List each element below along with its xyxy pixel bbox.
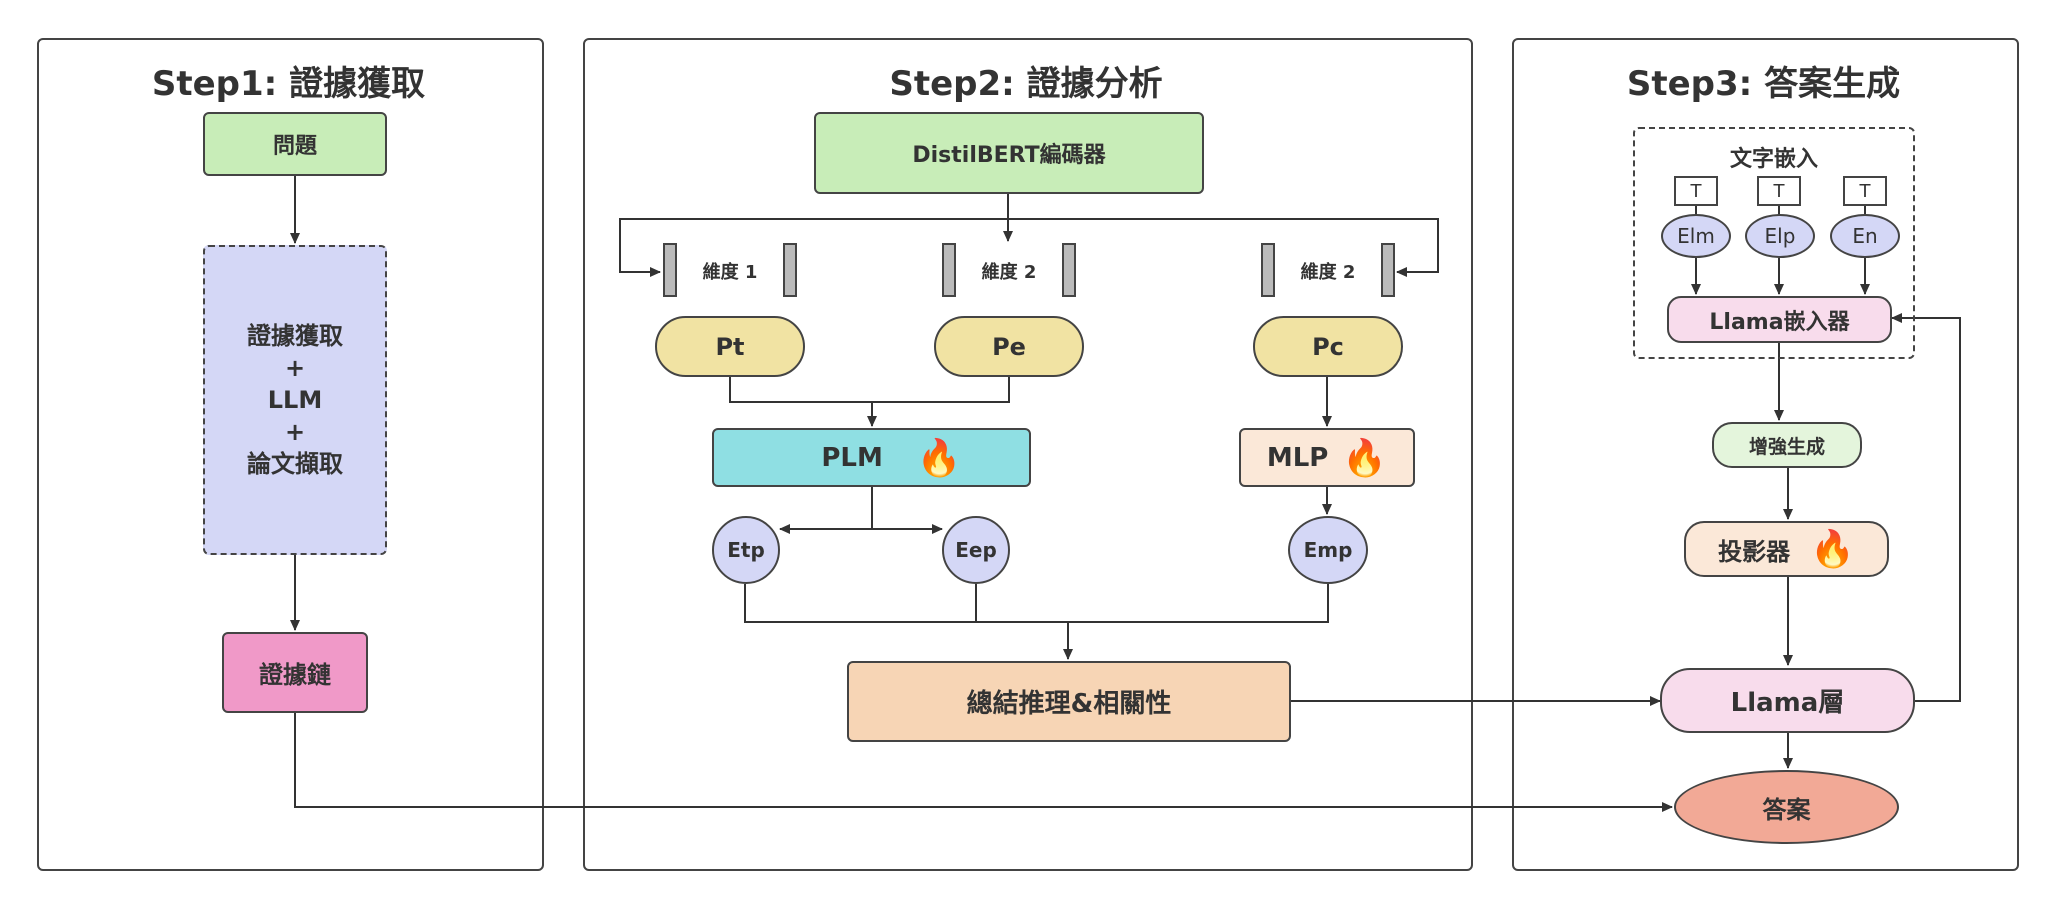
elp-embed-node: Elp: [1745, 214, 1815, 258]
text-embedding-label: 文字嵌入: [1729, 147, 1818, 172]
evidence-chain-box: 證據鏈: [222, 632, 368, 713]
evidence-retrieval-box: 證據獲取 + LLM + 論文擷取: [203, 245, 387, 555]
fire-icon: 🔥: [916, 437, 962, 479]
fire-icon: 🔥: [1342, 437, 1388, 479]
text-embedding-group: 文字嵌入: [1633, 127, 1915, 359]
step2-title: Step2: 證據分析: [889, 64, 1163, 104]
pc-node: Pc: [1253, 316, 1403, 377]
retrieval-line-1: 證據獲取: [247, 322, 343, 350]
token-tag: T: [1843, 176, 1887, 206]
summary-reasoning-box: 總結推理&相關性: [847, 661, 1291, 742]
token-tag: T: [1757, 176, 1801, 206]
dimension-1-label: 維度 1: [702, 262, 758, 283]
mlp-label: MLP: [1266, 442, 1329, 473]
retrieval-line-5: 論文擷取: [247, 450, 343, 478]
step3-title: Step3: 答案生成: [1626, 64, 1901, 104]
dim1-right-bar: [783, 243, 797, 297]
dim1-left-bar: [663, 243, 677, 297]
emp-node: Emp: [1288, 516, 1368, 584]
dim2a-left-bar: [942, 243, 956, 297]
llama-embedder-box: Llama嵌入器: [1667, 296, 1892, 343]
mlp-box: MLP 🔥: [1239, 428, 1415, 487]
pt-node: Pt: [655, 316, 805, 377]
dim2b-left-bar: [1261, 243, 1275, 297]
retrieval-line-2: +: [284, 354, 306, 382]
fire-icon: 🔥: [1810, 529, 1855, 570]
distilbert-encoder-box: DistilBERT編碼器: [814, 112, 1204, 194]
dimension-2b-label: 維度 2: [1300, 262, 1356, 283]
dimension-2a-label: 維度 2: [981, 262, 1037, 283]
llama-layer-box: Llama層: [1660, 668, 1915, 733]
token-tag: T: [1674, 176, 1718, 206]
augmented-generation-box: 增強生成: [1712, 422, 1862, 468]
projector-box: 投影器 🔥: [1684, 521, 1889, 577]
step1-title: Step1: 證據獲取: [151, 64, 426, 104]
pe-node: Pe: [934, 316, 1084, 377]
projector-label: 投影器: [1718, 537, 1791, 566]
question-box: 問題: [203, 112, 387, 176]
en-embed-node: En: [1830, 214, 1900, 258]
plm-label: PLM: [821, 442, 883, 473]
retrieval-line-3: LLM: [267, 386, 323, 414]
dim2a-right-bar: [1062, 243, 1076, 297]
eep-node: Eep: [942, 516, 1010, 584]
elm-embed-node: Elm: [1661, 214, 1731, 258]
etp-node: Etp: [712, 516, 780, 584]
plm-box: PLM 🔥: [712, 428, 1031, 487]
retrieval-line-4: +: [284, 418, 306, 446]
answer-node: 答案: [1674, 770, 1899, 844]
dim2b-right-bar: [1381, 243, 1395, 297]
